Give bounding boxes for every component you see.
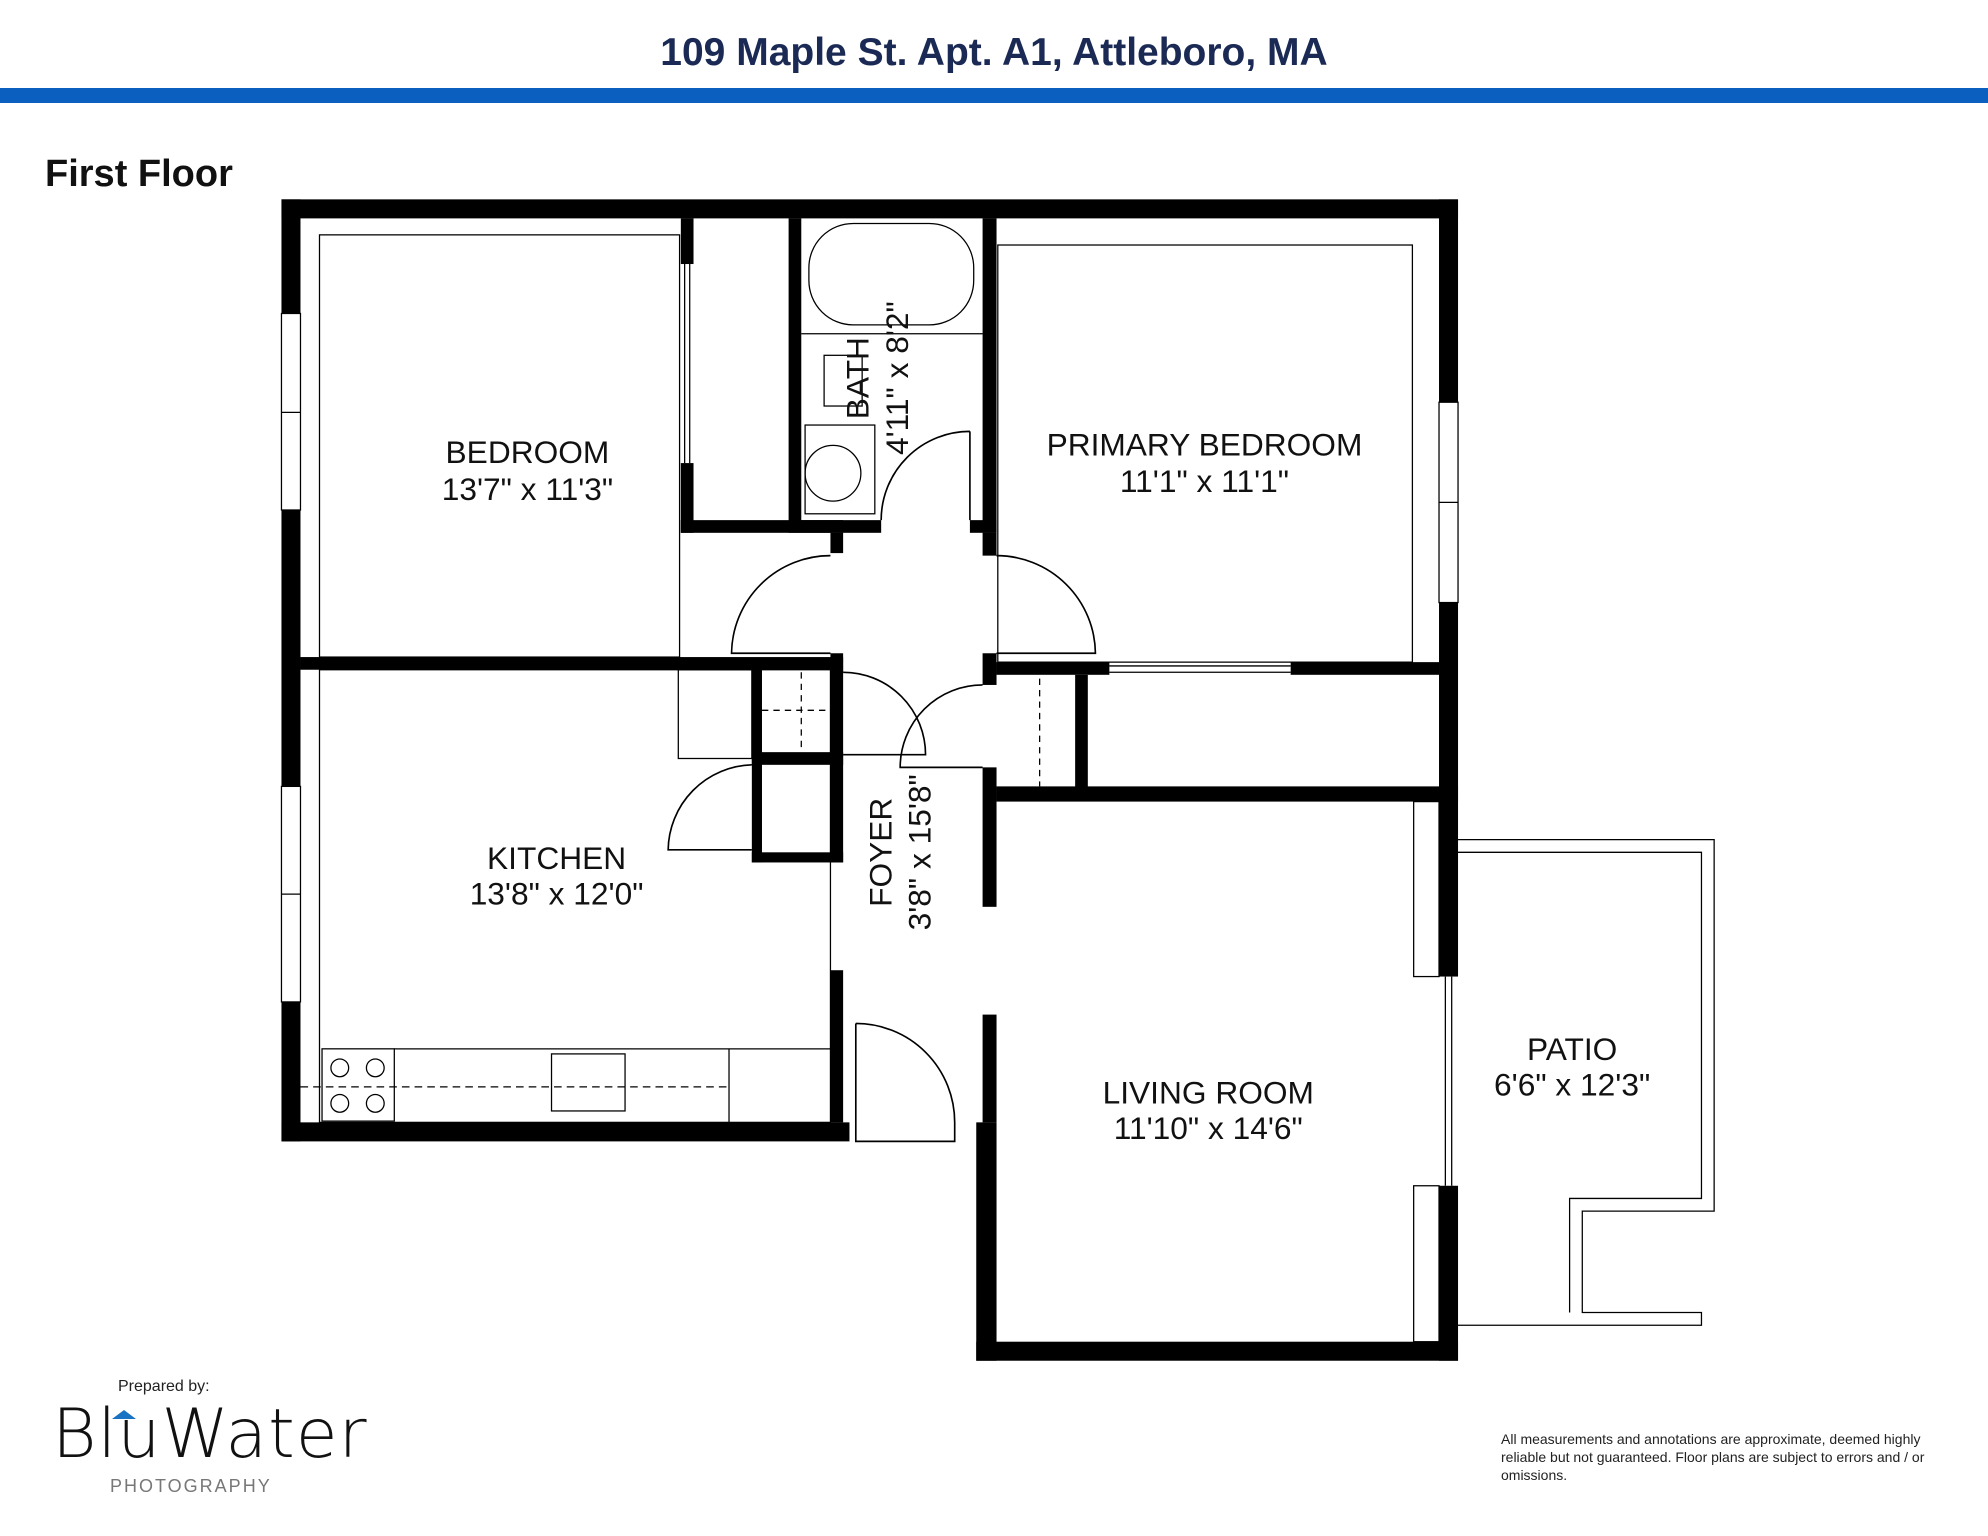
room-labels: BEDROOM 13'7" x 11'3" BATH 4'11" x 8'2" …	[442, 301, 1651, 1146]
room-size-primary-bedroom: 11'1" x 11'1"	[1120, 463, 1289, 499]
company-logo: BluWater	[52, 1395, 368, 1474]
room-size-foyer: 3'8" x 15'8"	[902, 774, 938, 930]
room-name-bath: BATH	[839, 337, 875, 419]
room-name-patio: PATIO	[1527, 1031, 1617, 1067]
room-size-bath: 4'11" x 8'2"	[879, 301, 915, 455]
disclaimer: All measurements and annotations are app…	[1501, 1431, 1925, 1483]
floor-label: First Floor	[45, 153, 233, 195]
room-size-patio: 6'6" x 12'3"	[1494, 1067, 1650, 1103]
company-logo-subtitle: PHOTOGRAPHY	[110, 1476, 272, 1496]
room-size-kitchen: 13'8" x 12'0"	[470, 875, 644, 911]
room-name-kitchen: KITCHEN	[487, 840, 626, 876]
prepared-by-label: Prepared by:	[118, 1378, 210, 1395]
room-name-foyer: FOYER	[862, 798, 898, 907]
room-size-living-room: 11'10" x 14'6"	[1114, 1110, 1303, 1146]
room-name-bedroom: BEDROOM	[446, 434, 610, 470]
logo-roof-icon	[112, 1410, 136, 1419]
fixtures	[300, 222, 1715, 1343]
windows	[280, 312, 1459, 1003]
room-size-bedroom: 13'7" x 11'3"	[442, 471, 613, 507]
room-name-primary-bedroom: PRIMARY BEDROOM	[1047, 426, 1363, 462]
door-swings	[667, 430, 1097, 1143]
room-name-living-room: LIVING ROOM	[1103, 1074, 1314, 1110]
page-title: 109 Maple St. Apt. A1, Attleboro, MA	[660, 31, 1328, 74]
header-divider	[0, 88, 1988, 103]
